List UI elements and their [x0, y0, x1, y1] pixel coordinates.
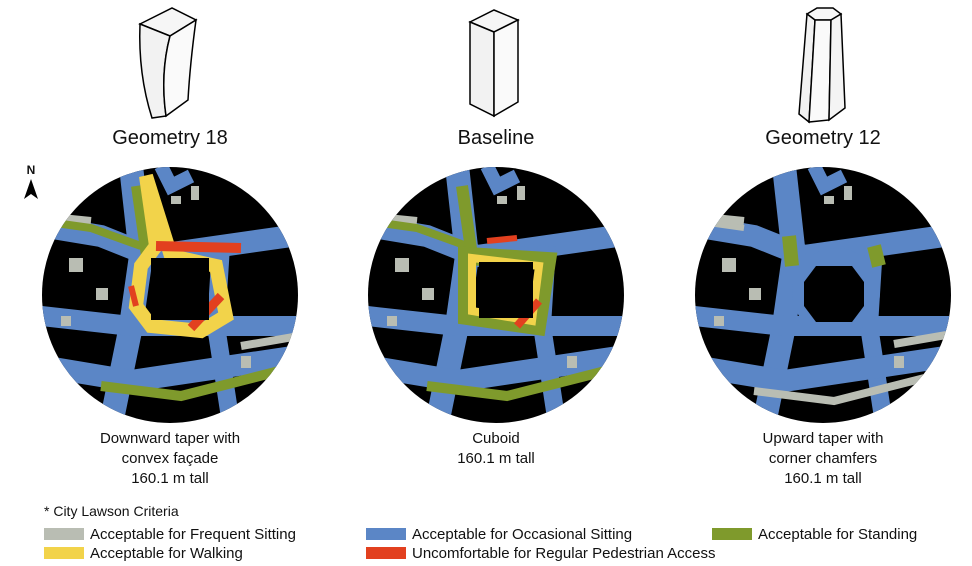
- legend-item-standing: Acceptable for Standing: [712, 525, 917, 543]
- panel-geometry-18: Geometry 18: [40, 0, 300, 500]
- legend-label: Acceptable for Walking: [90, 544, 243, 562]
- wind-comfort-map-geometry-18: [42, 167, 298, 423]
- panel-title: Geometry 12: [765, 127, 881, 149]
- wind-comfort-map-geometry-12: [695, 167, 951, 423]
- north-arrow: N: [20, 163, 42, 206]
- legend-item-walking: Acceptable for Walking: [44, 544, 243, 562]
- desc-line: Upward taper with: [762, 430, 884, 447]
- panel-description: Upward taper with corner chamfers 160.1 …: [693, 429, 953, 489]
- desc-line: 160.1 m tall: [457, 450, 535, 467]
- legend-swatch: [366, 528, 406, 540]
- panel-baseline: Baseline Cuboid: [366, 0, 626, 500]
- desc-line: 160.1 m tall: [131, 470, 209, 487]
- panel-title: Baseline: [457, 127, 535, 149]
- legend-swatch: [712, 528, 752, 540]
- desc-line: 160.1 m tall: [784, 470, 862, 487]
- desc-line: Cuboid: [472, 430, 520, 447]
- north-arrow-icon: [24, 179, 38, 199]
- desc-line: corner chamfers: [768, 450, 878, 467]
- north-label: N: [26, 163, 36, 177]
- legend-label: Acceptable for Occasional Sitting: [412, 525, 633, 543]
- desc-line: Downward taper with: [99, 430, 241, 447]
- legend-label: Acceptable for Frequent Sitting: [90, 525, 296, 543]
- legend-item-frequent-sitting: Acceptable for Frequent Sitting: [44, 525, 296, 543]
- legend-swatch: [44, 547, 84, 559]
- building-geometry-18-icon: [138, 7, 198, 119]
- legend-note: * City Lawson Criteria: [44, 503, 179, 519]
- panel-description: Downward taper with convex façade 160.1 …: [40, 429, 300, 489]
- legend-label: Acceptable for Standing: [758, 525, 918, 543]
- building-baseline-icon: [468, 9, 520, 118]
- legend-label: Uncomfortable for Regular Pedestrian Acc…: [412, 544, 716, 562]
- panel-description: Cuboid 160.1 m tall: [366, 429, 626, 469]
- legend-item-occasional-sitting: Acceptable for Occasional Sitting: [366, 525, 632, 543]
- panel-geometry-12: Geometry 12 Upward taper: [693, 0, 953, 500]
- legend-swatch: [44, 528, 84, 540]
- building-geometry-12-icon: [798, 7, 846, 124]
- legend-item-uncomfortable: Uncomfortable for Regular Pedestrian Acc…: [366, 544, 715, 562]
- desc-line: convex façade: [121, 450, 219, 467]
- panel-title: Geometry 18: [112, 127, 228, 149]
- legend-swatch: [366, 547, 406, 559]
- wind-comfort-map-baseline: [368, 167, 624, 423]
